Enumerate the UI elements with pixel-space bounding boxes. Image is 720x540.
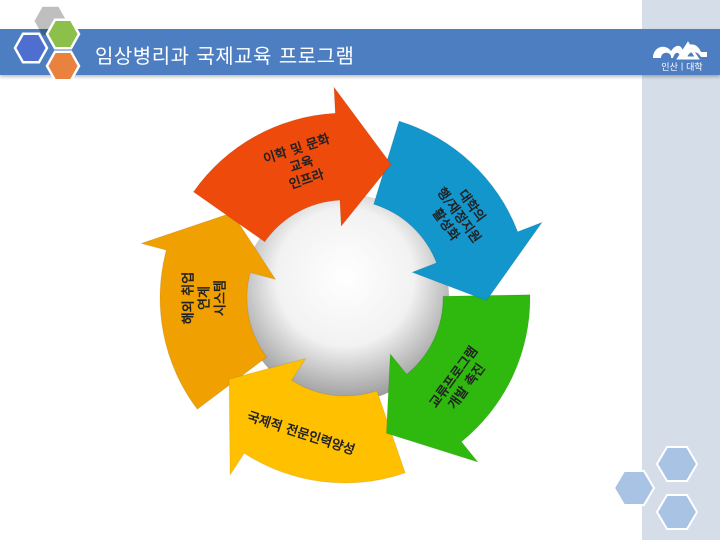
title-bar [0,29,720,75]
hex-orange-icon [45,50,81,82]
hexagon-decoration-top [13,6,81,82]
hex-blue-icon [13,32,49,64]
cycle-arrow-5 [139,212,277,411]
cycle-arrow-4 [228,357,406,484]
hex-green-icon [45,18,81,50]
cycle-center [241,194,449,402]
cycle-arrow-2 [373,120,544,302]
hex-lightblue-icon-3 [655,494,699,530]
cycle-arrow-3 [385,294,531,463]
cycle-label-line: 연계 [198,286,213,310]
cycle-label-line: 교육 [288,153,316,176]
cycle-arrow-1 [192,85,392,243]
hex-lightblue-icon-1 [655,446,699,482]
slide-title: 임상병리과 국제교육 프로그램 [95,44,355,68]
cycle-label-line: 시스템 [214,280,229,316]
hex-lightblue-icon-2 [612,470,656,506]
cycle-label-line: 해외 취업 [181,272,197,324]
logo-text: 인산ㅣ대학 [661,63,703,73]
college-logo-icon [653,41,707,60]
